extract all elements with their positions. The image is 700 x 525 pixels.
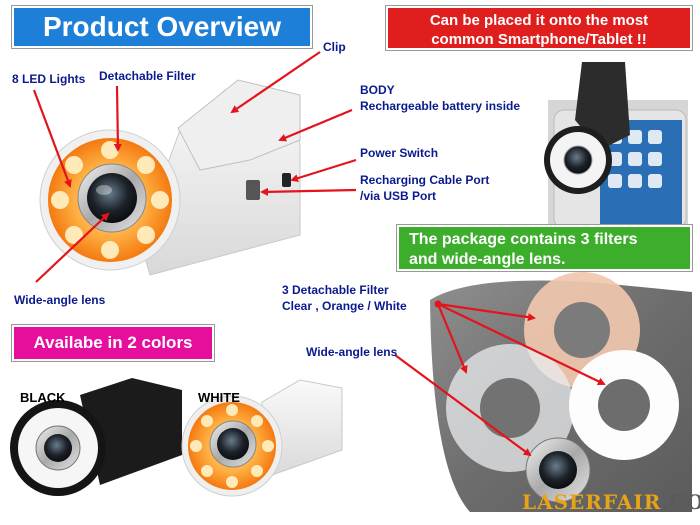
filter-set-photo	[430, 272, 692, 512]
compatibility-line-1: Can be placed it onto the most	[429, 12, 649, 29]
label-battery: Rechargeable battery inside	[360, 99, 521, 113]
brand-logo: LASERFAIR.COM	[522, 490, 700, 514]
available-colors-banner: Availabe in 2 colors	[12, 325, 214, 361]
black-variant-photo	[10, 378, 182, 496]
package-contents-banner: The package contains 3 filters and wide-…	[397, 225, 692, 271]
label-usb-port: /via USB Port	[360, 189, 437, 203]
callout-arrows	[32, 51, 606, 457]
power-switch	[282, 173, 291, 187]
main-product-white	[39, 79, 301, 276]
compatibility-line-2: common Smartphone/Tablet !!	[431, 31, 647, 48]
page-title: Product Overview	[12, 6, 312, 48]
label-body: BODY	[360, 83, 395, 97]
label-power-switch: Power Switch	[360, 146, 439, 160]
usb-port	[246, 180, 260, 200]
brand-suffix: .COM	[661, 490, 700, 514]
label-led-lights: 8 LED Lights	[12, 72, 86, 86]
label-wide-angle-lens-main: Wide-angle lens	[14, 293, 106, 307]
label-black-variant: BLACK	[20, 390, 66, 405]
package-line-1: The package contains 3 filters	[409, 231, 638, 248]
brand-name: LASERFAIR	[522, 490, 662, 514]
label-clip: Clip	[323, 40, 346, 54]
white-variant-photo	[181, 379, 343, 497]
label-detachable-filter: Detachable Filter	[99, 69, 196, 83]
label-filter-count: 3 Detachable Filter	[282, 283, 389, 297]
package-line-2: and wide-angle lens.	[409, 251, 566, 268]
label-filter-colors: Clear , Orange / White	[282, 299, 407, 313]
label-white-variant: WHITE	[198, 390, 240, 405]
label-cable-port: Recharging Cable Port	[360, 173, 490, 187]
phone-photo	[544, 62, 688, 229]
label-wide-angle-lens-kit: Wide-angle lens	[306, 345, 398, 359]
compatibility-banner: Can be placed it onto the most common Sm…	[386, 6, 692, 50]
